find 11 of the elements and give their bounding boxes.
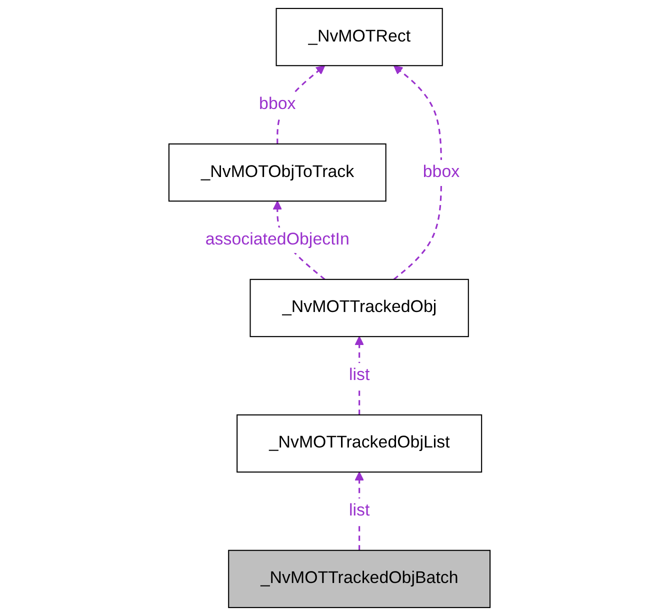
edge-label: bbox <box>259 95 296 114</box>
node-box: _NvMOTObjToTrack <box>168 143 386 202</box>
node-box: _NvMOTTrackedObj <box>250 278 469 338</box>
arrow <box>393 65 442 280</box>
edge-label: associatedObjectIn <box>205 230 350 249</box>
node-box: _NvMOTTrackedObjBatch <box>228 550 491 608</box>
edge-label: list <box>348 502 370 520</box>
edge-label: bbox <box>422 162 460 181</box>
node-box: _NvMOTRect <box>276 8 443 66</box>
node-box: _NvMOTTrackedObjList <box>236 414 482 473</box>
edge-label: list <box>348 366 370 384</box>
